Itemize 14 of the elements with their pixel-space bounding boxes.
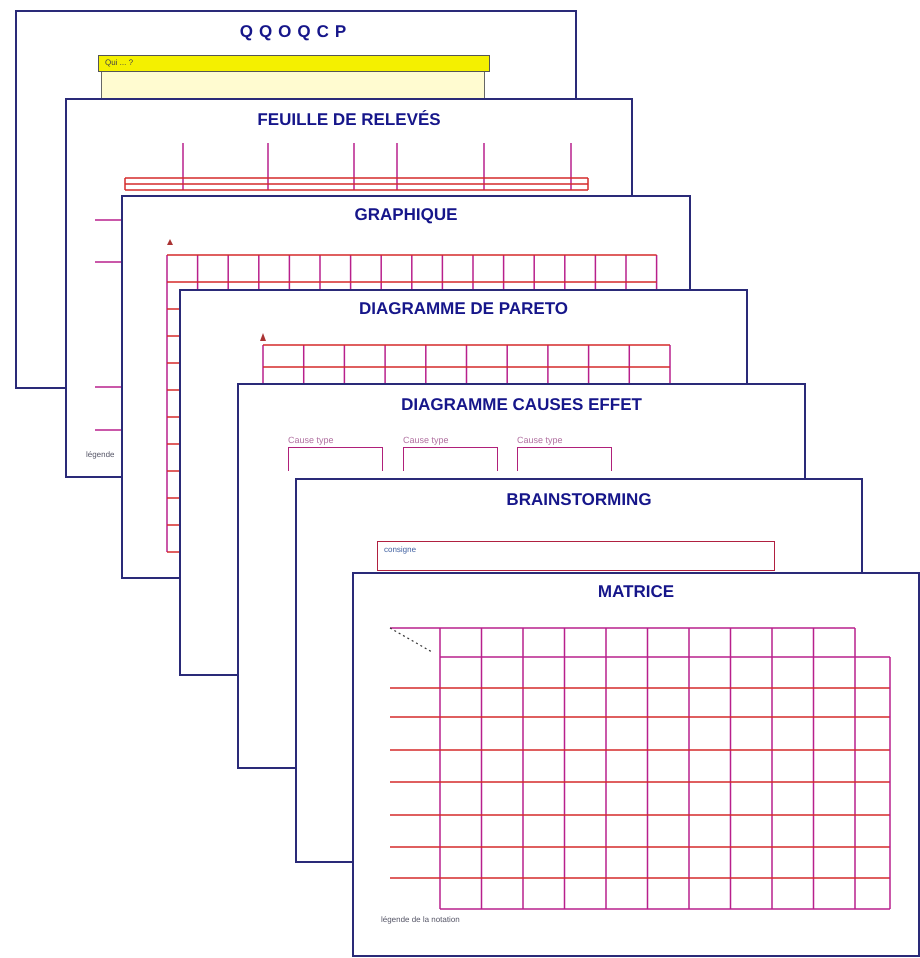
field-heading: Cause type bbox=[288, 435, 335, 445]
legend-note: légende de la notation bbox=[381, 915, 460, 924]
instruction-box: consigne bbox=[377, 541, 775, 571]
sheet-title: QQOQCP bbox=[238, 22, 354, 42]
sheet-title: GRAPHIQUE bbox=[354, 205, 458, 225]
legend-note: légende bbox=[86, 450, 114, 459]
sheet-title: DIAGRAMME CAUSES EFFET bbox=[400, 395, 643, 415]
sheet-title: BRAINSTORMING bbox=[505, 490, 653, 510]
sheet-title: DIAGRAMME DE PARETO bbox=[358, 299, 570, 319]
question-bar: Qui ... ? bbox=[98, 55, 490, 72]
sheet-title: MATRICE bbox=[596, 582, 676, 602]
field-heading: Cause type bbox=[517, 435, 564, 445]
field-heading: Cause type bbox=[403, 435, 450, 445]
sheet-title: FEUILLE DE RELEVÉS bbox=[256, 110, 442, 130]
